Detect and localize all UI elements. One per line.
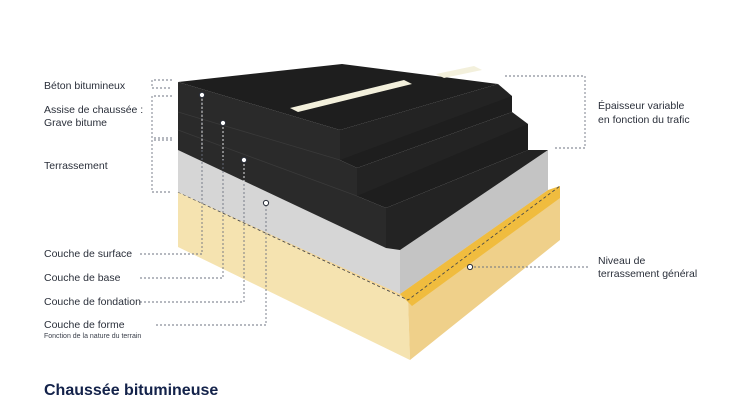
bracket-epaisseur (505, 75, 586, 149)
label-beton-bitumineux: Béton bitumineux (44, 80, 126, 92)
asphalt-front-face (178, 82, 386, 248)
bracket-assise (151, 95, 172, 139)
gravel-front-face (178, 138, 400, 294)
base-layer-top-step (340, 96, 512, 168)
ground-level-dashed-line (177, 185, 561, 301)
layer-line-2 (177, 129, 358, 197)
asphalt-layers (177, 64, 548, 250)
road-marking-long (290, 80, 412, 112)
label-couche-surface: Couche de surface (44, 248, 132, 260)
fondation-asphalt-top-step (357, 124, 528, 208)
label-terrassement: Terrassement (44, 160, 108, 172)
label-couche-fondation: Couche de fondation (44, 296, 141, 308)
label-assise-line2: Grave bitume (44, 117, 107, 129)
dot-fondation (240, 156, 248, 164)
fondation-asphalt-right-face (386, 150, 548, 250)
bracket-terrassement (151, 139, 172, 193)
leader-lines (140, 75, 590, 326)
diagram-title: Chaussée bitumineuse (44, 382, 218, 399)
bracket-beton (151, 80, 172, 89)
dot-forme (262, 199, 270, 207)
dot-surface (198, 91, 206, 99)
label-couche-forme-note: Fonction de la nature du terrain (44, 333, 141, 340)
road-marking-short (436, 66, 482, 78)
soil-right-face (408, 186, 560, 360)
layer-line-1 (177, 111, 341, 161)
label-niveau-line1: Niveau de (598, 255, 645, 267)
soil-front-face (178, 192, 410, 360)
leader-fondation (140, 160, 245, 303)
surface-layer-right-face (340, 84, 512, 160)
marker-dots (198, 91, 474, 271)
leader-forme (156, 203, 267, 326)
label-assise-line1: Assise de chaussée : (44, 104, 143, 116)
labels: Béton bitumineux Assise de chaussée : Gr… (44, 80, 697, 399)
dot-base (219, 119, 227, 127)
label-niveau-line2: terrassement général (598, 268, 697, 280)
label-epaisseur-line1: Épaisseur variable (598, 99, 685, 112)
dot-niveau (466, 263, 474, 271)
label-couche-forme: Couche de forme (44, 319, 125, 331)
label-epaisseur-line2: en fonction du trafic (598, 114, 690, 126)
gravel-right-face (400, 150, 548, 294)
label-couche-base: Couche de base (44, 272, 121, 284)
